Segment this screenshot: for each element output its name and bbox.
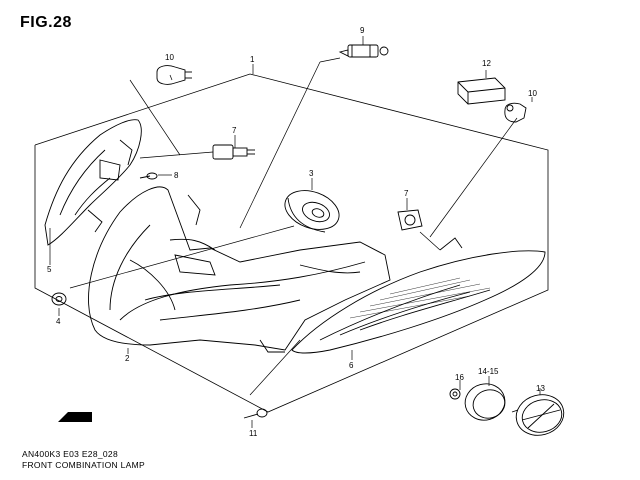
callout-13: 13 (536, 384, 545, 393)
bulb-socket-right-part (397, 209, 423, 231)
figure-title: FIG.28 (20, 14, 72, 31)
callout-7b: 7 (404, 189, 409, 198)
callout-8: 8 (174, 171, 179, 180)
forward-arrow-label: FWD (72, 413, 90, 422)
small-bulb-right-part (504, 102, 527, 123)
relay-part (457, 77, 506, 105)
assembly-boundary-lines (34, 73, 549, 413)
callout-3: 3 (309, 169, 314, 178)
forward-arrow-icon: FWD (58, 412, 92, 422)
bulb-socket-left-part (212, 144, 255, 160)
headlight-bulb-part (338, 44, 389, 58)
lens-texture-lines (349, 277, 491, 319)
grommet-part (51, 292, 67, 306)
screw-11-part (243, 408, 268, 419)
callout-14-15: 14-15 (478, 367, 499, 376)
model-code: AN400K3 E03 E28_028 (22, 449, 118, 459)
side-bracket-part (44, 119, 142, 246)
callout-11: 11 (249, 429, 258, 438)
callout-12: 12 (482, 59, 491, 68)
callout-7a: 7 (232, 126, 237, 135)
callout-9: 9 (360, 26, 365, 35)
callout-labels: 1 2 3 4 5 6 7 7 8 9 10 10 11 12 13 14-15… (47, 26, 545, 438)
callout-6: 6 (349, 361, 354, 370)
callout-2: 2 (125, 354, 130, 363)
lens-cover-part (291, 237, 546, 354)
cap-14-15-part (464, 383, 506, 421)
callout-16: 16 (455, 373, 464, 382)
callout-10a: 10 (165, 53, 174, 62)
reflector-13-part (511, 394, 565, 436)
callout-5: 5 (47, 265, 52, 274)
assembly-name: FRONT COMBINATION LAMP (22, 460, 145, 470)
small-bulb-left-part (156, 65, 192, 85)
headlight-housing-part (88, 186, 391, 353)
callout-10b: 10 (528, 89, 537, 98)
dust-cover-part (284, 190, 340, 233)
callout-1: 1 (250, 55, 255, 64)
callout-4: 4 (56, 317, 61, 326)
screw-8-part (139, 172, 158, 180)
washer-16-part (449, 388, 461, 400)
leader-lines (49, 36, 541, 428)
